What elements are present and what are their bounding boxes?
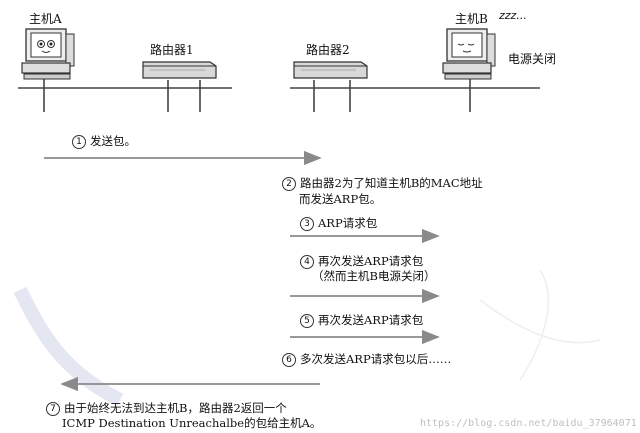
step-7-line-2: ICMP Destination Unreachalbe的包给主机A。: [62, 416, 322, 430]
router-2: [293, 61, 368, 79]
step-3-text: 3 ARP请求包: [300, 216, 377, 231]
step-3-label: ARP请求包: [318, 216, 378, 230]
step-4-line-2: （然而主机B电源关闭）: [312, 269, 436, 283]
network-topology: [18, 28, 540, 112]
step-1-label: 发送包。: [90, 134, 136, 148]
step-6-label: 多次发送ARP请求包以后……: [300, 352, 452, 366]
step-5-label: 再次发送ARP请求包: [318, 313, 424, 327]
host-a-label: 主机A: [29, 12, 62, 26]
watermark-url: https://blog.csdn.net/baidu_37964071: [420, 418, 637, 429]
router-1: [142, 61, 217, 79]
step-6-text: 6 多次发送ARP请求包以后……: [282, 352, 451, 367]
step-7-number: 7: [46, 402, 60, 416]
step-2-text: 2 路由器2为了知道主机B的MAC地址: [282, 176, 483, 191]
step-4-text: 4 再次发送ARP请求包: [300, 254, 423, 269]
host-b-computer: [442, 28, 496, 80]
step-7-line-1: 由于始终无法到达主机B，路由器2返回一个: [64, 401, 287, 415]
step-1-number: 1: [72, 135, 86, 149]
step-2-number: 2: [282, 177, 296, 191]
host-a-computer: [21, 28, 75, 80]
step-2-line-2: 而发送ARP包。: [299, 192, 382, 206]
step-1-text: 1 发送包。: [72, 134, 136, 149]
step-2-line-1: 路由器2为了知道主机B的MAC地址: [300, 176, 483, 190]
step-5-text: 5 再次发送ARP请求包: [300, 313, 423, 328]
router-2-label: 路由器2: [306, 43, 350, 57]
step-5-number: 5: [300, 314, 314, 328]
router-1-label: 路由器1: [150, 43, 194, 57]
host-b-status: 电源关闭: [508, 52, 557, 66]
step-7-text: 7 由于始终无法到达主机B，路由器2返回一个: [46, 401, 287, 416]
step-6-number: 6: [282, 353, 296, 367]
step-4-line-1: 再次发送ARP请求包: [318, 254, 424, 268]
host-b-label: 主机B: [455, 12, 488, 26]
sleep-indicator: zzz...: [499, 9, 527, 22]
step-4-number: 4: [300, 255, 314, 269]
step-3-number: 3: [300, 217, 314, 231]
